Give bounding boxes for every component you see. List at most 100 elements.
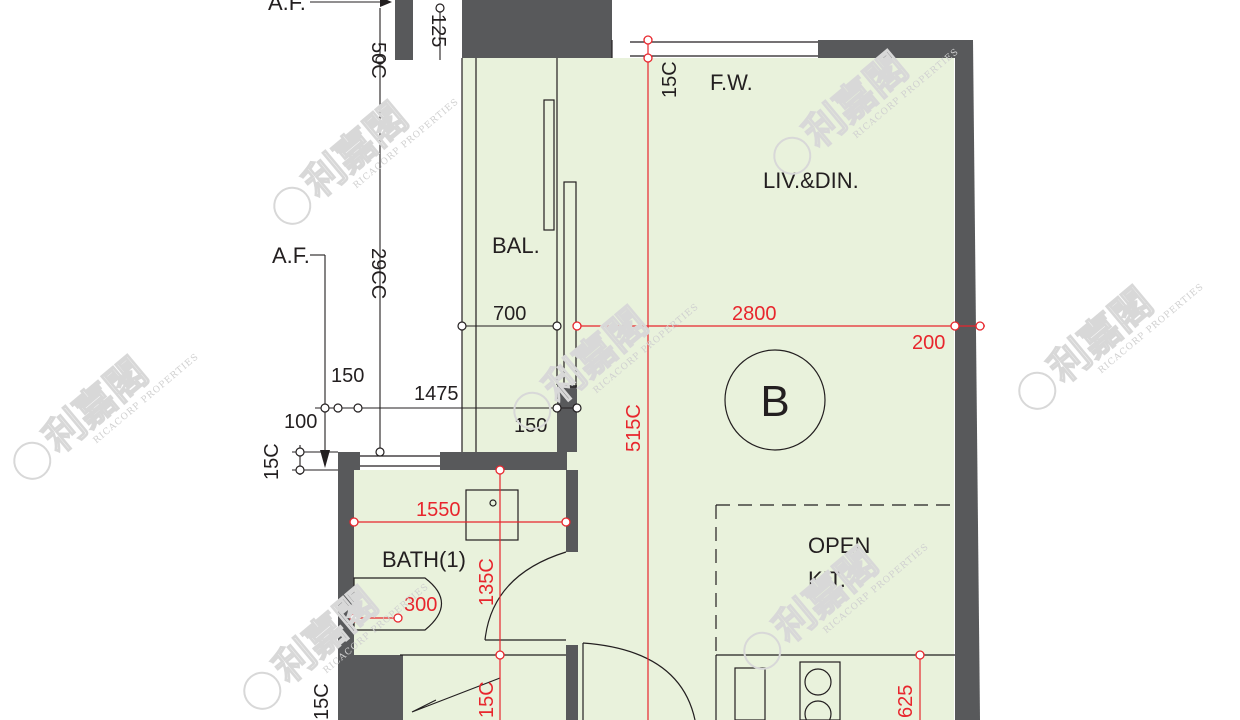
red-dimension-lines [354, 40, 985, 720]
wall-top-block [462, 0, 612, 58]
dot [572, 403, 582, 413]
sliding-door-a [543, 99, 555, 231]
kitchen-sink [734, 667, 766, 720]
label-af-top: A.F. [268, 0, 306, 15]
watermark-logo-icon [513, 391, 552, 430]
watermark-logo-icon [13, 441, 52, 480]
dot [349, 613, 359, 623]
dot [295, 447, 305, 457]
dot [495, 650, 505, 660]
dot [552, 321, 562, 331]
dot [572, 321, 582, 331]
dim-text-100: 100 [284, 411, 317, 433]
wall-bath-right [566, 470, 578, 552]
dot [349, 517, 359, 527]
watermark: 利嘉閣 RICACORP PROPERTIES [1018, 278, 1206, 410]
dot [643, 35, 653, 45]
dim-text-150-low: 15C [476, 681, 498, 718]
room-labels: F.W. LIV.&DIN. BAL. B OPEN KIT. BATH(1) … [268, 0, 870, 592]
watermark-logo-icon [1018, 371, 1057, 410]
label-af-mid: A.F. [272, 243, 310, 268]
red-dimension-text: 15C 2800 200 515C 1550 135C 300 15C 625 [404, 61, 945, 718]
dot [495, 465, 505, 475]
af-mid-arrow [320, 450, 330, 468]
dim-text-150-bottom-side: 15C [311, 683, 333, 720]
dim-text-2800: 2800 [732, 303, 777, 325]
watermark: 利嘉閣 RICACORP PROPERTIES [273, 93, 461, 225]
basin [465, 489, 519, 541]
af-top-arrow [380, 0, 392, 7]
hob-1 [804, 668, 832, 696]
corridor-floor [566, 440, 716, 720]
bath-door-swing [484, 551, 567, 641]
watermark-logo-icon [743, 631, 782, 670]
bath-floor [352, 470, 567, 655]
hob-2 [804, 700, 832, 720]
dot [915, 650, 925, 660]
walls [338, 0, 980, 720]
label-balcony: BAL. [492, 233, 540, 258]
label-flat-letter: B [760, 377, 789, 426]
dot [295, 465, 305, 475]
label-fixed-window: F.W. [710, 70, 753, 95]
dim-text-150a: 150 [331, 365, 364, 387]
dot [393, 613, 403, 623]
black-dimension-dots [295, 3, 582, 475]
dot [375, 447, 385, 457]
watermark: 利嘉閣 RICACORP PROPERTIES [13, 348, 201, 480]
wall-bath-left [338, 452, 354, 655]
dim-text-2900: 29CC [367, 248, 389, 299]
dim-text-125: 125 [427, 14, 449, 47]
hob-frame [799, 661, 841, 720]
dim-text-1475: 1475 [414, 383, 459, 405]
toilet [353, 577, 442, 631]
watermark-logo-icon [273, 186, 312, 225]
shower-symbol [411, 677, 501, 713]
dot [561, 517, 571, 527]
dot [643, 53, 653, 63]
dot [333, 403, 343, 413]
floor-area [352, 58, 954, 720]
wall-top-left-stub [395, 0, 413, 60]
dim-text-150-side: 15C [261, 443, 283, 480]
dim-text-500: 50C [367, 42, 389, 79]
wall-pillar [557, 385, 577, 452]
dot [975, 321, 985, 331]
plan-lines [353, 40, 955, 720]
red-dimension-dots [349, 35, 985, 660]
sliding-door-b [563, 181, 577, 388]
dim-text-150-fw: 15C [659, 61, 681, 98]
label-living-dining: LIV.&DIN. [763, 168, 859, 193]
wall-bath-top-b [440, 452, 567, 470]
lower-left-floor [398, 655, 568, 720]
label-kit: KIT. [808, 567, 846, 592]
dot [435, 3, 445, 13]
dim-text-200: 200 [912, 332, 945, 354]
dim-text-5150: 515C [623, 404, 645, 452]
black-dimension-text: 50C 125 29CC 700 150 1475 100 150 15C 15… [261, 14, 547, 720]
dim-text-1350: 135C [476, 558, 498, 606]
dim-text-300: 300 [404, 594, 437, 616]
flat-letter-circle [724, 349, 826, 451]
dot [950, 321, 960, 331]
wall-bath-bottom [338, 655, 403, 720]
dot [320, 403, 330, 413]
dim-text-150b: 150 [514, 415, 547, 437]
label-open: OPEN [808, 533, 870, 558]
watermark-logo-icon [773, 136, 812, 175]
label-bathroom: BATH(1) [382, 547, 466, 572]
watermark-logo-icon [243, 671, 282, 710]
dim-text-1550: 1550 [416, 499, 461, 521]
dot [353, 403, 363, 413]
dim-text-625: 625 [895, 685, 917, 718]
open-kitchen-boundary [715, 504, 955, 655]
basin-drain [489, 499, 497, 507]
dot [552, 403, 562, 413]
wall-top-right [818, 40, 973, 58]
wall-lower-mid [566, 645, 578, 720]
dot [375, 55, 385, 65]
main-door-swing [582, 642, 696, 720]
dim-text-700: 700 [493, 303, 526, 325]
